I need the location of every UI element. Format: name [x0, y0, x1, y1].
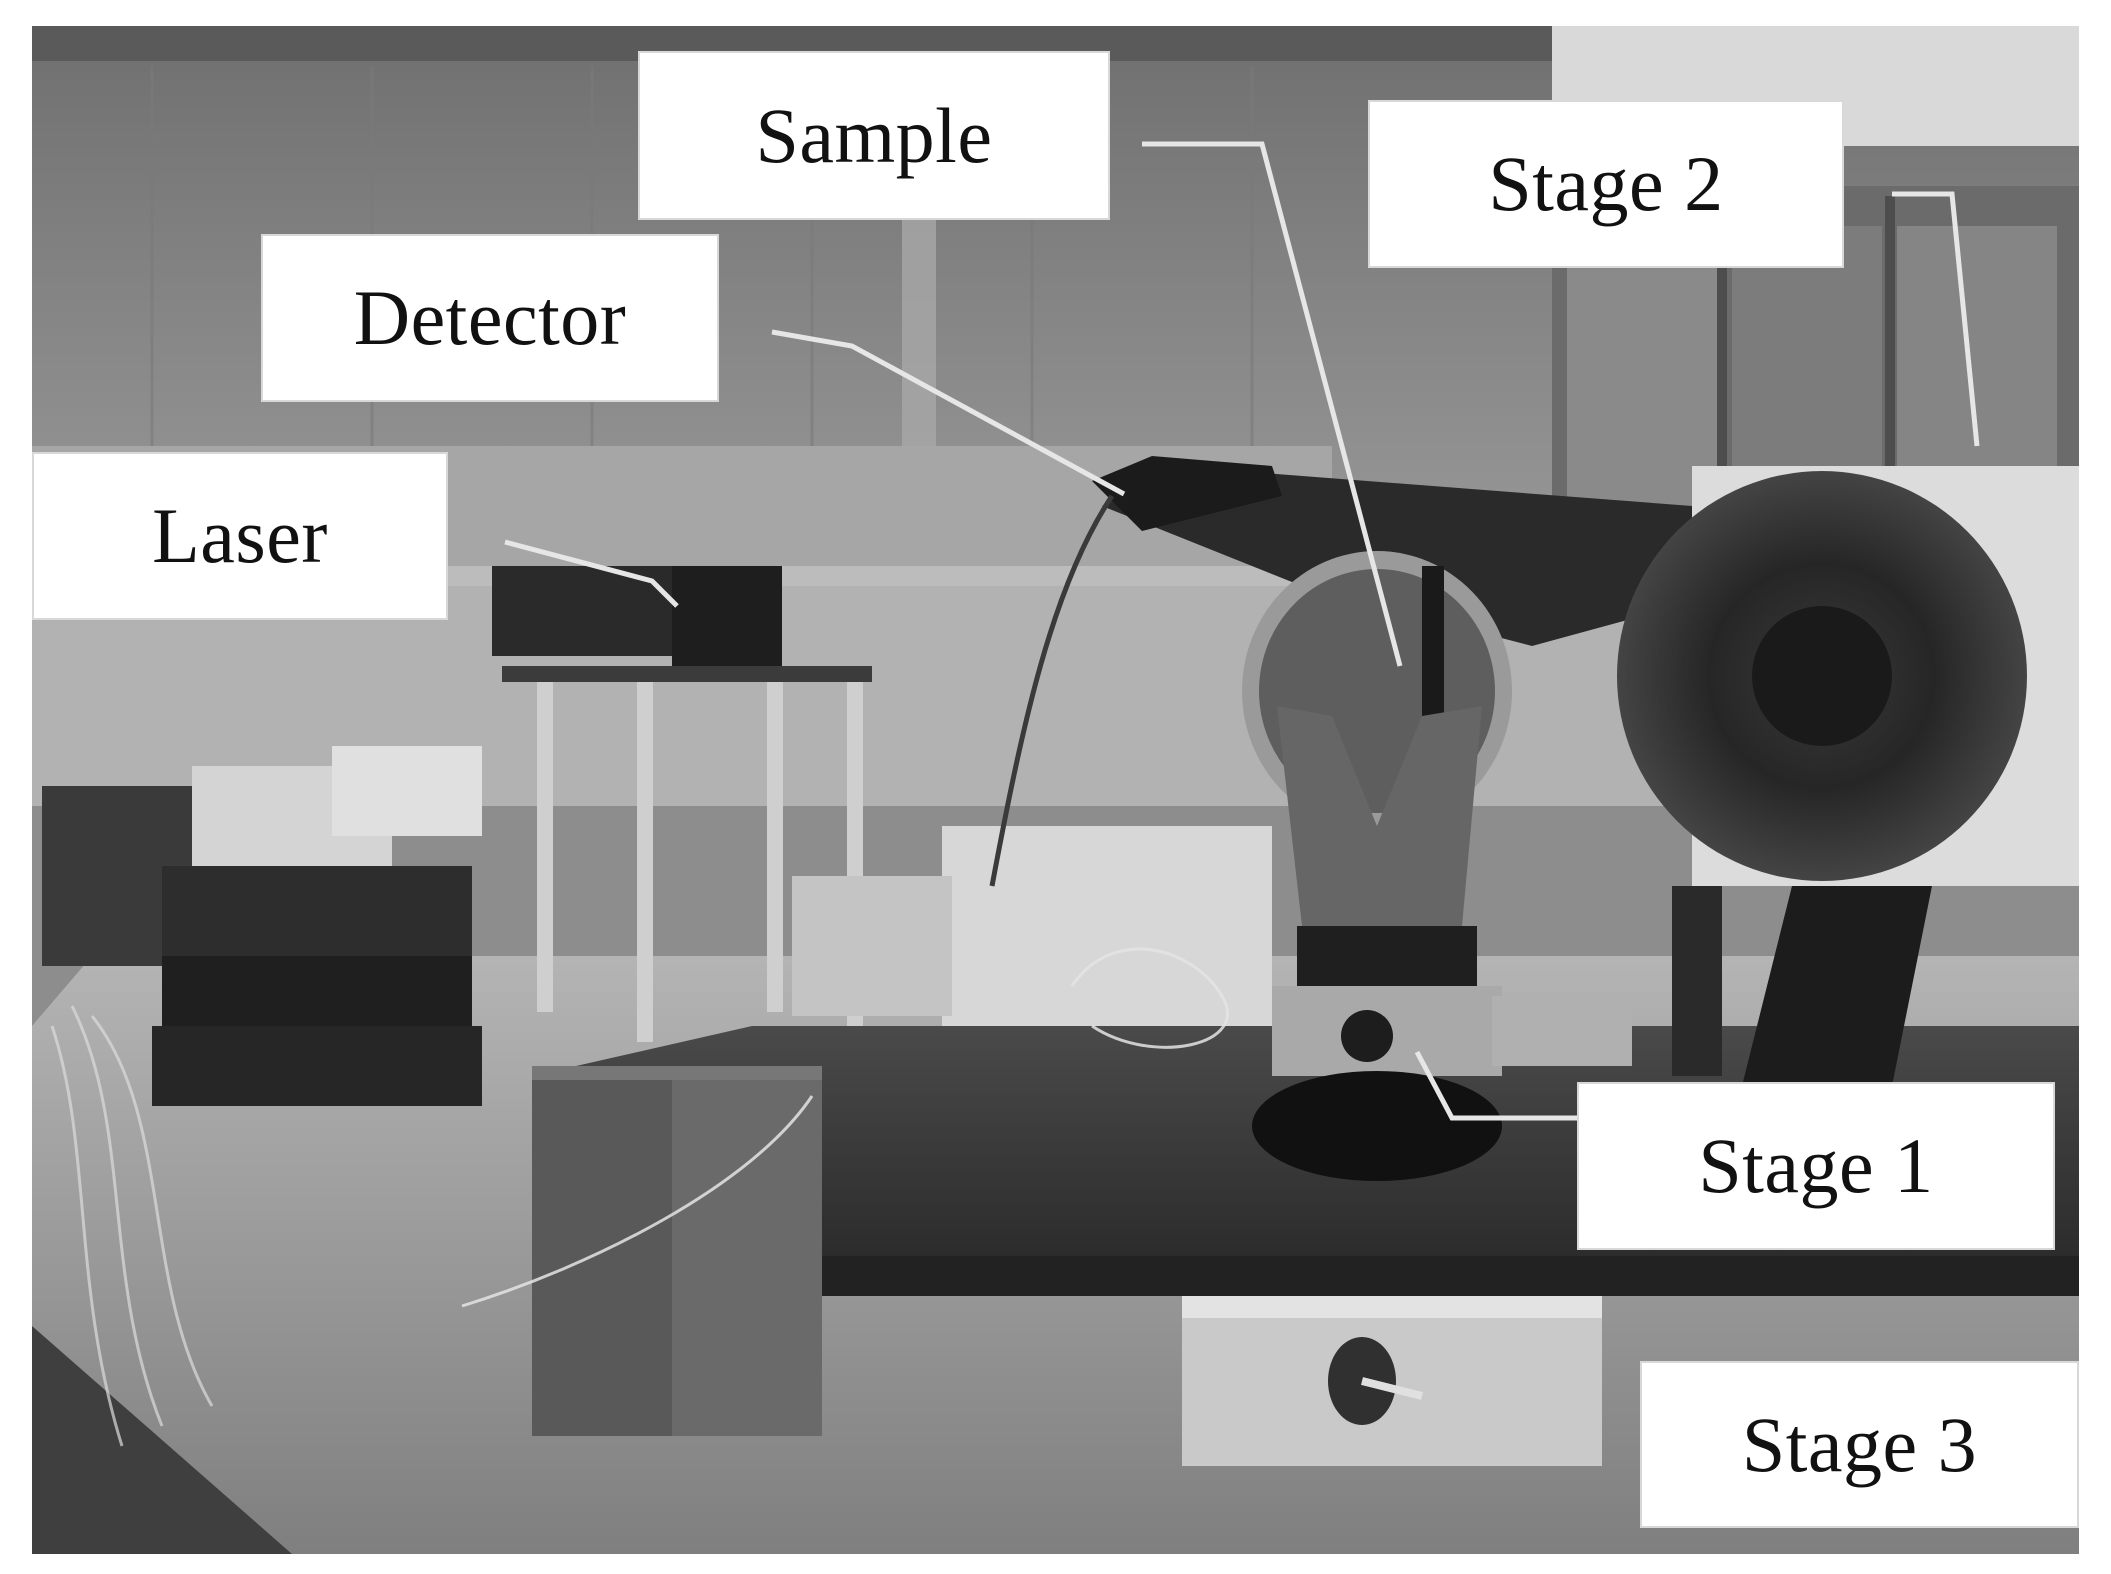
leader-lines [504, 141, 1980, 1121]
detector-label: Detector [261, 234, 719, 402]
stage-2-unit [1102, 466, 2079, 1086]
sample-holder [1242, 551, 1512, 926]
stage-3-unit [1182, 1296, 1602, 1466]
stage-3-label: Stage 3 [1640, 1361, 2079, 1528]
stage-1-label: Stage 1 [1577, 1082, 2055, 1250]
electronics-left [42, 746, 482, 1447]
equipment-box [942, 826, 1272, 1036]
laser-rig [492, 566, 872, 1042]
sample-label: Sample [638, 51, 1110, 220]
stage-2-label: Stage 2 [1368, 100, 1844, 268]
detector-arm [989, 456, 1282, 887]
laser-label: Laser [32, 452, 448, 620]
